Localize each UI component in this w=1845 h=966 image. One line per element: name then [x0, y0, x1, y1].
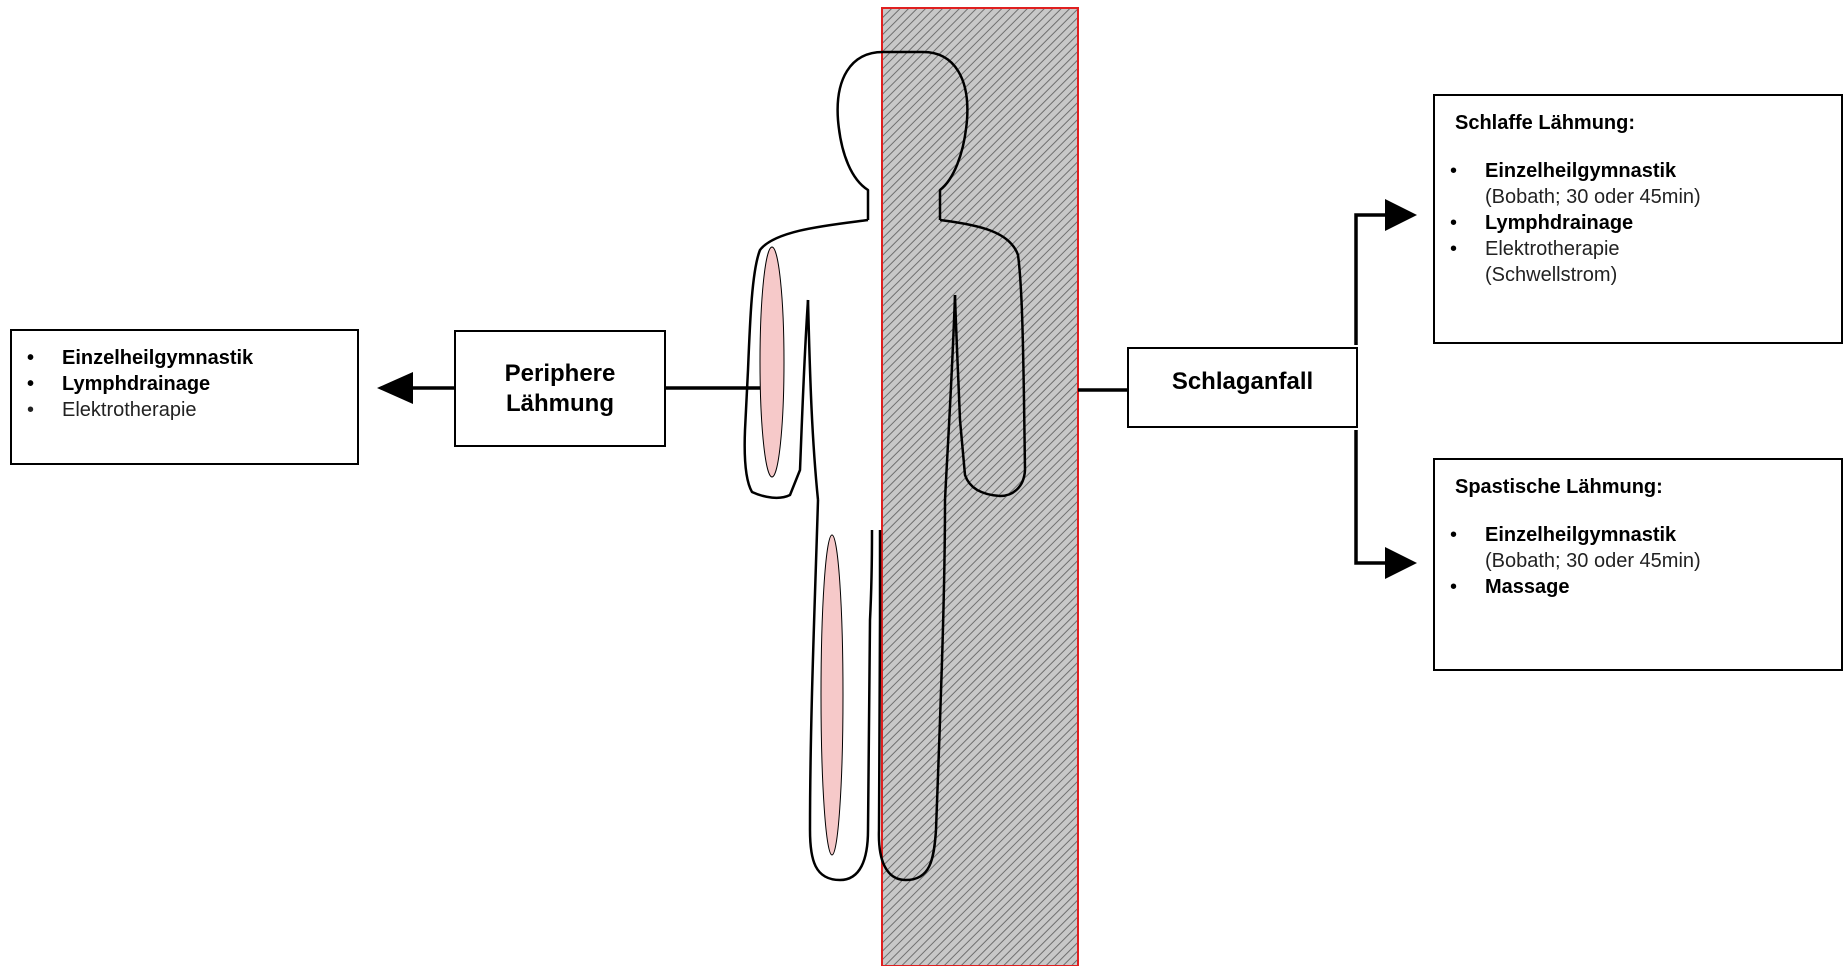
peripheral-therapy-list: Einzelheilgymnastik Lymphdrainage Elektr… — [12, 345, 357, 423]
arrow-right-icon — [1385, 547, 1417, 579]
item-main: Elektrotherapie — [1485, 236, 1841, 262]
arrow-right-icon — [1385, 199, 1417, 231]
peripheral-line1: Periphere — [505, 359, 616, 389]
leg-muscle-highlight — [821, 535, 843, 855]
spastic-therapy-list: Einzelheilgymnastik (Bobath; 30 oder 45m… — [1435, 522, 1841, 600]
flaccid-therapy-list: Einzelheilgymnastik (Bobath; 30 oder 45m… — [1435, 158, 1841, 288]
list-item: Einzelheilgymnastik (Bobath; 30 oder 45m… — [1435, 522, 1841, 574]
item-main: Lymphdrainage — [1485, 210, 1841, 236]
peripheral-line2: Lähmung — [506, 389, 614, 419]
list-item: Lymphdrainage — [1435, 210, 1841, 236]
arrow-left-icon — [377, 372, 413, 404]
spastic-heading: Spastische Lähmung: — [1455, 474, 1841, 500]
peripheral-therapy-box: Einzelheilgymnastik Lymphdrainage Elektr… — [10, 329, 359, 465]
item-main: Massage — [1485, 574, 1841, 600]
list-item: Elektrotherapie — [12, 397, 357, 423]
list-item: Elektrotherapie (Schwellstrom) — [1435, 236, 1841, 288]
list-item: Lymphdrainage — [12, 371, 357, 397]
item-sub: (Bobath; 30 oder 45min) — [1485, 184, 1841, 210]
list-item: Einzelheilgymnastik — [12, 345, 357, 371]
stroke-text: Schlaganfall — [1172, 367, 1313, 397]
stroke-label: Schlaganfall — [1127, 347, 1358, 428]
flaccid-paralysis-box: Schlaffe Lähmung: Einzelheilgymnastik (B… — [1433, 94, 1843, 344]
arm-muscle-highlight — [760, 247, 784, 477]
item-sub: (Bobath; 30 oder 45min) — [1485, 548, 1841, 574]
peripheral-paralysis-label: Periphere Lähmung — [454, 330, 666, 447]
spastic-paralysis-box: Spastische Lähmung: Einzelheilgymnastik … — [1433, 458, 1843, 671]
list-item: Massage — [1435, 574, 1841, 600]
item-main: Einzelheilgymnastik — [1485, 522, 1841, 548]
list-item: Einzelheilgymnastik (Bobath; 30 oder 45m… — [1435, 158, 1841, 210]
stroke-affected-band — [882, 8, 1078, 966]
flaccid-heading: Schlaffe Lähmung: — [1455, 110, 1841, 136]
connector-stroke-branch — [1356, 215, 1392, 563]
item-main: Einzelheilgymnastik — [1485, 158, 1841, 184]
item-sub: (Schwellstrom) — [1485, 262, 1841, 288]
